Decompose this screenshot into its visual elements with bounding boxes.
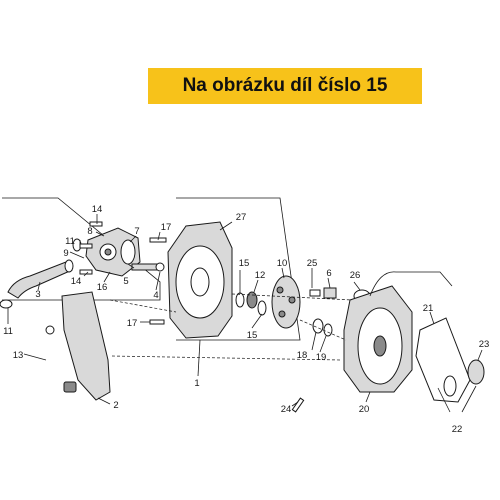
cover-plate-part — [61, 291, 111, 401]
seal-15-upper — [235, 292, 245, 308]
callout-label: 18 — [297, 350, 308, 361]
flywheel-hub — [373, 335, 387, 357]
sleeve-6 — [323, 287, 337, 299]
pump-screw-top — [89, 221, 103, 227]
callout-label: 23 — [479, 339, 490, 350]
callout-label: 11 — [3, 326, 13, 337]
shaft-washer — [155, 262, 165, 272]
plate-hole-3 — [278, 310, 286, 318]
callout-label: 8 — [87, 226, 92, 237]
plate-hole-2 — [288, 296, 296, 304]
pump-group-outline — [2, 197, 161, 301]
nut-23 — [467, 359, 485, 385]
callout-label: 25 — [307, 258, 318, 269]
callout-label: 17 — [127, 318, 138, 329]
pump-shaft — [131, 263, 159, 271]
callout-label: 14 — [92, 204, 103, 215]
bearing-12 — [246, 291, 258, 309]
plug-13 — [45, 325, 55, 335]
callout-label: 3 — [35, 289, 40, 300]
washer-22 — [443, 375, 457, 397]
fan-cover-part — [415, 317, 471, 403]
callout-label: 14 — [71, 276, 82, 287]
callout-label: 9 — [63, 248, 68, 259]
plate-10 — [271, 275, 301, 329]
bolt-25 — [309, 289, 321, 297]
callout-label: 5 — [123, 276, 128, 287]
seal-15-lower — [257, 300, 267, 316]
callout-label: 19 — [316, 352, 327, 363]
hose-end — [64, 259, 74, 273]
spacer-19 — [323, 323, 333, 337]
callout-label: 2 — [113, 400, 118, 411]
callout-label: 6 — [326, 268, 331, 279]
callout-label: 20 — [359, 404, 370, 415]
callout-label: 26 — [350, 270, 361, 281]
callout-label: 22 — [452, 424, 463, 435]
stator-wire — [369, 271, 453, 297]
callout-label: 27 — [236, 212, 247, 223]
callout-label: 11 — [65, 236, 75, 247]
banner-text: Na obrázku díl číslo 15 — [182, 75, 388, 96]
part-number-banner: Na obrázku díl číslo 15 — [148, 68, 422, 104]
callout-label: 24 — [281, 404, 292, 415]
callout-label: 16 — [97, 282, 108, 293]
align-line-2 — [111, 355, 341, 361]
callout-label: 17 — [161, 222, 172, 233]
align-line-3 — [231, 293, 353, 301]
callout-label: 12 — [255, 270, 266, 281]
plate-hole-1 — [276, 286, 284, 294]
callout-label: 13 — [13, 350, 24, 361]
leader-lines — [7, 214, 483, 413]
align-line-1 — [109, 299, 177, 313]
callout-label: 21 — [423, 303, 434, 314]
align-line-4 — [299, 319, 347, 341]
pump-screw-low — [79, 269, 93, 275]
callout-label: 1 — [194, 378, 199, 389]
cover-hub — [190, 267, 210, 297]
callout-label: 7 — [134, 226, 139, 237]
callout-label: 10 — [277, 258, 288, 269]
callout-label: 15 — [239, 258, 250, 269]
plug-2 — [63, 381, 77, 393]
bolt-17-lower — [149, 319, 165, 325]
bolt-24 — [291, 397, 305, 413]
callout-labels: 14 8 7 17 27 11 9 14 5 15 10 12 25 6 26 … — [3, 204, 489, 435]
pump-inlet-bore — [104, 248, 112, 256]
callout-label: 15 — [247, 330, 258, 341]
pump-screw-mid — [79, 243, 93, 249]
cover-group-outline — [176, 197, 301, 341]
pump-gasket — [120, 239, 136, 265]
hose-clamp-lower — [0, 299, 13, 309]
spacer-18 — [312, 318, 324, 334]
callout-label: 4 — [153, 290, 158, 301]
